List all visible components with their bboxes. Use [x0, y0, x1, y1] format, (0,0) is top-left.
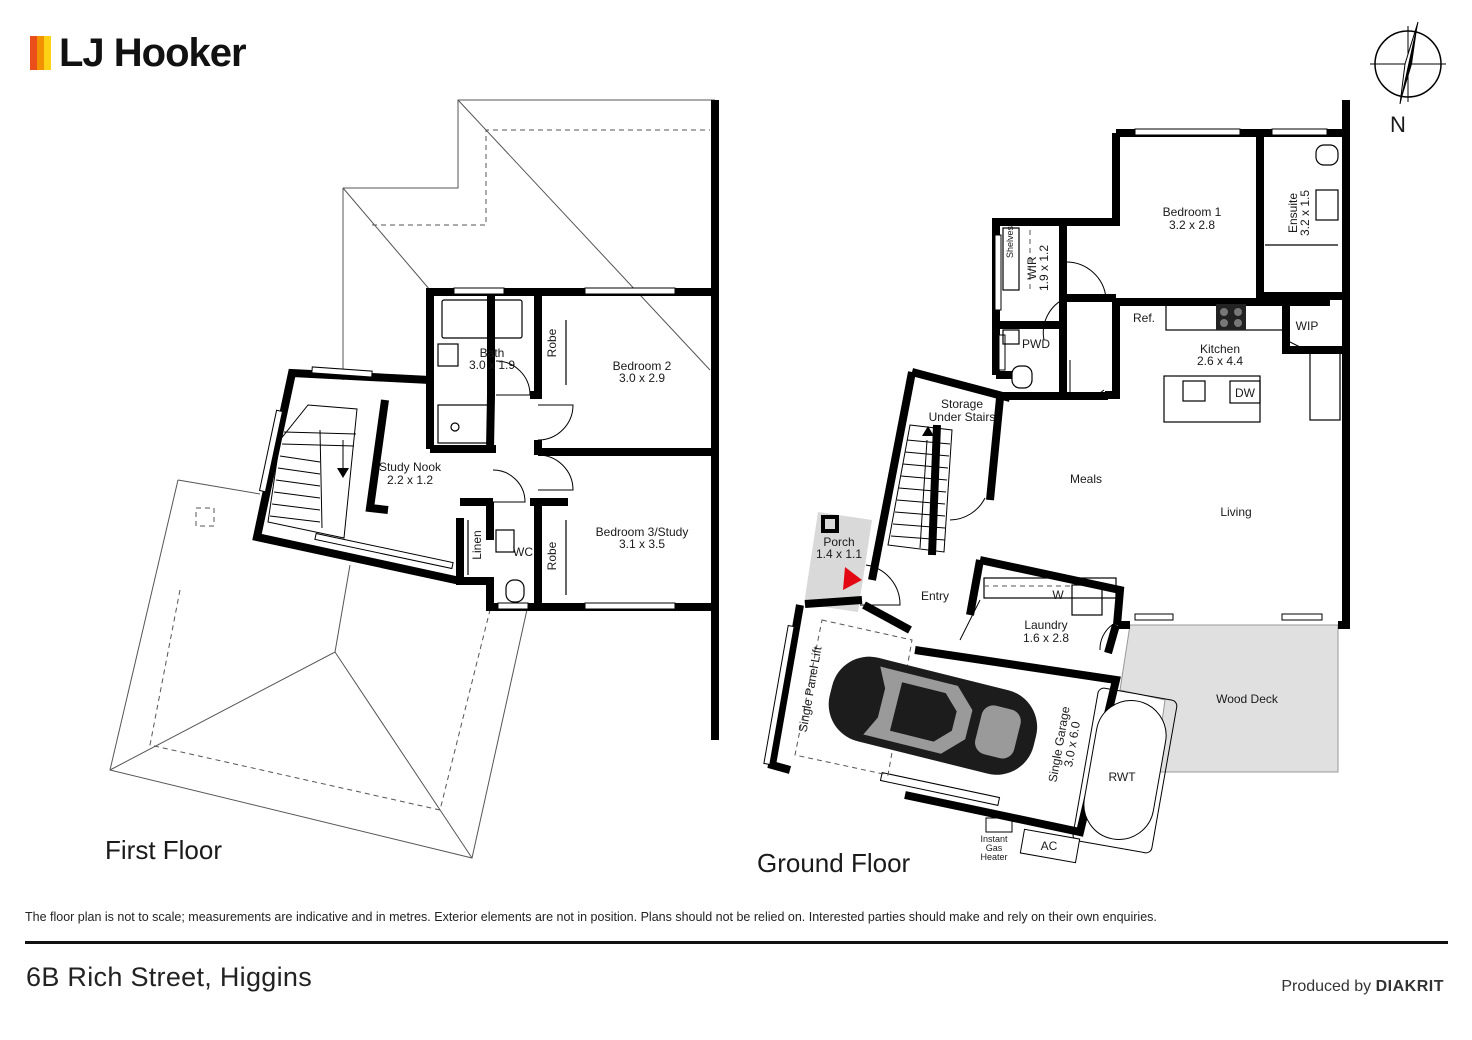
porch-dims: 1.4 x 1.1 — [816, 547, 862, 561]
producer-credit: Produced by DIAKRIT — [1281, 978, 1444, 996]
gas-heater-label-2: Gas — [986, 843, 1003, 853]
single-panel-lift-outline — [794, 619, 913, 776]
bedroom1-label: Bedroom 1 — [1163, 205, 1222, 219]
bedroom3-label: Bedroom 3/Study — [596, 525, 689, 539]
lj-hooker-logo: LJ Hooker — [30, 30, 247, 75]
entry-arrow-icon — [843, 567, 862, 590]
first-floor-title: First Floor — [105, 835, 222, 865]
wood-deck-label: Wood Deck — [1216, 692, 1279, 706]
first-floor-plan: Bath 3.0 x 1.9 Robe Bedroom 2 3.0 x 2.9 … — [105, 99, 719, 865]
first-floor-fixtures — [437, 299, 567, 603]
ref-label: Ref. — [1133, 311, 1155, 325]
storage-label-line2: Under Stairs — [929, 410, 996, 424]
porch-label: Porch — [823, 535, 854, 549]
living-label: Living — [1220, 505, 1251, 519]
ground-floor-plan: Bedroom 1 3.2 x 2.8 Ensuite 3.2 x 1.5 WI… — [757, 100, 1350, 878]
robe-bottom-label: Robe — [545, 541, 559, 570]
first-floor-roof-outline — [109, 99, 715, 859]
wir-label: WIR — [1025, 256, 1039, 280]
laundry-dims: 1.6 x 2.8 — [1023, 631, 1069, 645]
bath-label: Bath — [480, 346, 505, 360]
single-panel-lift-label: Single Panel Lift — [796, 645, 825, 733]
ensuite-label: Ensuite — [1286, 193, 1300, 233]
robe-top-label: Robe — [545, 328, 559, 357]
logo-bar-orange — [37, 36, 44, 70]
porch-area — [804, 512, 872, 612]
porch-post — [821, 515, 839, 533]
bedroom2-label: Bedroom 2 — [613, 359, 672, 373]
study-nook-dims: 2.2 x 1.2 — [387, 473, 433, 487]
property-address: 6B Rich Street, Higgins — [26, 962, 313, 992]
kitchen-label: Kitchen — [1200, 342, 1240, 356]
produced-by-label: Produced by — [1281, 978, 1372, 995]
ensuite-dims: 3.2 x 1.5 — [1298, 190, 1312, 236]
rainwater-tank — [1083, 700, 1167, 840]
ground-floor-title: Ground Floor — [757, 848, 911, 878]
compass-north-label: N — [1390, 112, 1406, 137]
footer-divider — [25, 941, 1448, 944]
first-floor-stairs — [267, 404, 358, 539]
entry-label: Entry — [921, 589, 949, 603]
rwt-label: RWT — [1108, 770, 1136, 784]
car-icon — [828, 656, 1038, 775]
wip-label: WIP — [1296, 319, 1319, 333]
bedroom1-dims: 3.2 x 2.8 — [1169, 218, 1215, 232]
shelves-label: Shelves — [1005, 225, 1015, 258]
study-nook-label: Study Nook — [379, 460, 442, 474]
bedroom2-dims: 3.0 x 2.9 — [619, 371, 665, 385]
ground-floor-fixtures — [983, 140, 1341, 616]
first-floor-walls — [252, 100, 719, 740]
laundry-label: Laundry — [1024, 618, 1067, 632]
kitchen-dims: 2.6 x 4.4 — [1197, 354, 1243, 368]
bedroom3-dims: 3.1 x 3.5 — [619, 537, 665, 551]
wir-dims: 1.9 x 1.2 — [1037, 245, 1051, 291]
compass-icon — [1370, 21, 1446, 105]
ac-label: AC — [1041, 839, 1058, 853]
producer-name: DIAKRIT — [1375, 978, 1444, 995]
logo-bar-red — [30, 36, 37, 70]
disclaimer-text: The floor plan is not to scale; measurem… — [25, 910, 1157, 924]
pwd-label: PWD — [1022, 337, 1050, 351]
storage-label: Storage — [941, 397, 983, 411]
ground-floor-doors — [860, 261, 1307, 651]
first-floor-windows — [258, 287, 676, 610]
linen-label: Linen — [470, 530, 484, 559]
washer-label: W — [1052, 588, 1064, 602]
brand-name: LJ Hooker — [59, 30, 247, 75]
ground-floor-stairs — [887, 424, 953, 553]
dw-label: DW — [1235, 386, 1256, 400]
meals-label: Meals — [1070, 472, 1102, 486]
wc-label: WC — [513, 545, 533, 559]
ac-unit — [1019, 828, 1081, 864]
gas-heater-label-3: Heater — [980, 852, 1007, 862]
logo-bar-yellow — [44, 36, 51, 70]
bath-dims: 3.0 x 1.9 — [469, 358, 515, 372]
first-floor-doors — [492, 360, 574, 503]
gas-heater-label-1: Instant — [980, 834, 1008, 844]
ground-floor-windows — [763, 128, 1328, 806]
